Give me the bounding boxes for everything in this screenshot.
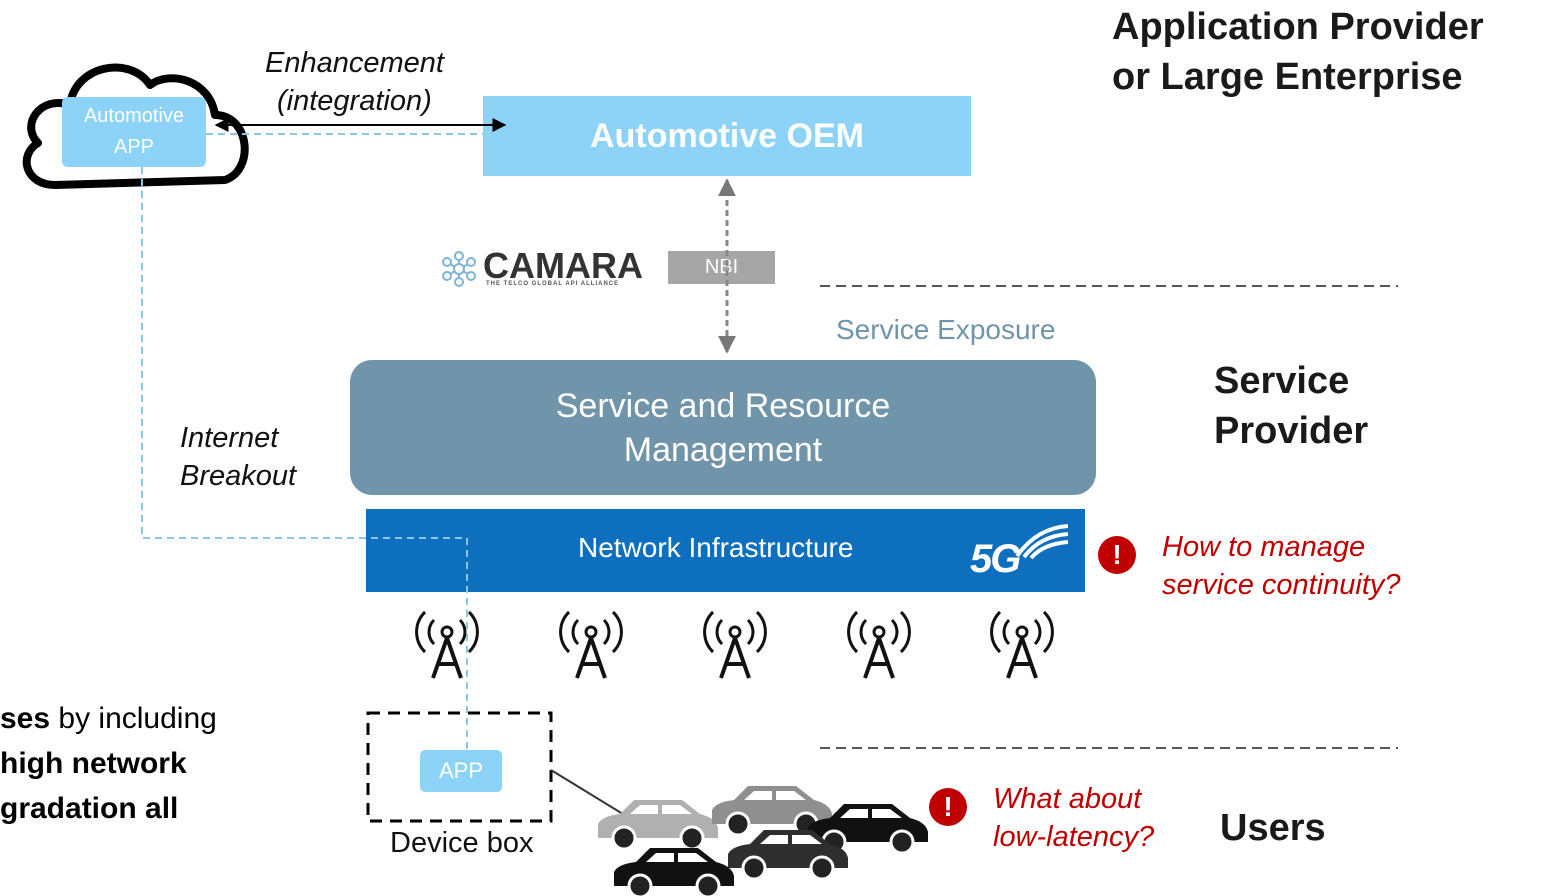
- car-icon: [614, 848, 734, 896]
- internet-breakout-path: [141, 167, 468, 750]
- automotive-app-line1: Automotive: [83, 105, 185, 127]
- antenna-tower-icon: [703, 610, 767, 679]
- srm-line2: Management: [623, 430, 823, 469]
- side-text-line1-bold: ses: [0, 702, 51, 735]
- continuity-line2: service continuity?: [1162, 569, 1401, 601]
- 5g-signal-icon: [1015, 524, 1069, 560]
- side-text: ses by including high network gradation …: [0, 696, 217, 831]
- service-exposure-label: Service Exposure: [836, 314, 1056, 345]
- camara-logo-icon: [442, 251, 476, 287]
- car-icon: [728, 830, 848, 881]
- enhancement-label: Enhancement (integration): [265, 44, 444, 120]
- internet-breakout-line2: Breakout: [180, 460, 297, 492]
- alert-icon-continuity: !: [1098, 536, 1136, 574]
- camara-name: CAMARA: [483, 245, 643, 286]
- camara-tagline: THE TELCO GLOBAL API ALLIANCE: [486, 281, 620, 287]
- internet-breakout-line1: Internet: [180, 422, 279, 454]
- side-text-line3: gradation all: [0, 792, 179, 825]
- app-provider-line1: Application Provider: [1112, 6, 1484, 48]
- automotive-oem-label: Automotive OEM: [590, 116, 864, 155]
- side-text-line2: high network: [0, 747, 187, 780]
- side-text-line1: ses by including: [0, 696, 217, 741]
- device-box-label: Device box: [390, 827, 534, 859]
- app-provider-line2: or Large Enterprise: [1112, 56, 1463, 98]
- antenna-tower-icon: [415, 610, 479, 679]
- service-provider-tier-label: Service Provider: [1214, 356, 1368, 456]
- side-text-line1-rest: by including: [50, 702, 217, 735]
- device-box-border: [366, 711, 553, 823]
- antenna-tower-icon: [990, 610, 1054, 679]
- internet-breakout-label: Internet Breakout: [180, 419, 296, 495]
- srm-line1: Service and Resource: [555, 386, 891, 425]
- continuity-question: How to manage service continuity?: [1162, 528, 1401, 604]
- car-icon: [808, 804, 928, 855]
- 5g-badge: 5G: [970, 537, 1021, 581]
- antenna-tower-icon: [559, 610, 623, 679]
- enhancement-line1: Enhancement: [265, 47, 444, 79]
- automotive-oem-box: Automotive OEM: [483, 96, 971, 176]
- continuity-line1: How to manage: [1162, 531, 1366, 563]
- latency-line2: low-latency?: [993, 821, 1155, 853]
- service-resource-management-box: Service and Resource Management: [350, 360, 1096, 495]
- antenna-tower-icon: [847, 610, 911, 679]
- users-tier-label: Users: [1220, 807, 1326, 849]
- service-provider-line2: Provider: [1214, 410, 1369, 452]
- device-app-box: APP: [420, 750, 502, 792]
- network-infrastructure-bar: [366, 509, 1085, 592]
- service-provider-line1: Service: [1214, 360, 1350, 402]
- network-infrastructure-label: Network Infrastructure: [578, 532, 854, 563]
- car-icon: [598, 800, 718, 851]
- latency-line1: What about: [993, 783, 1142, 815]
- latency-question: What about low-latency?: [993, 780, 1154, 856]
- automotive-app-box: Automotive APP: [62, 97, 206, 167]
- app-provider-tier-label: Application Provider or Large Enterprise: [1112, 2, 1484, 102]
- enhancement-line2: (integration): [277, 85, 432, 117]
- automotive-app-line2: APP: [113, 136, 155, 158]
- alert-icon-latency: !: [929, 788, 967, 826]
- device-app-label: APP: [438, 758, 484, 783]
